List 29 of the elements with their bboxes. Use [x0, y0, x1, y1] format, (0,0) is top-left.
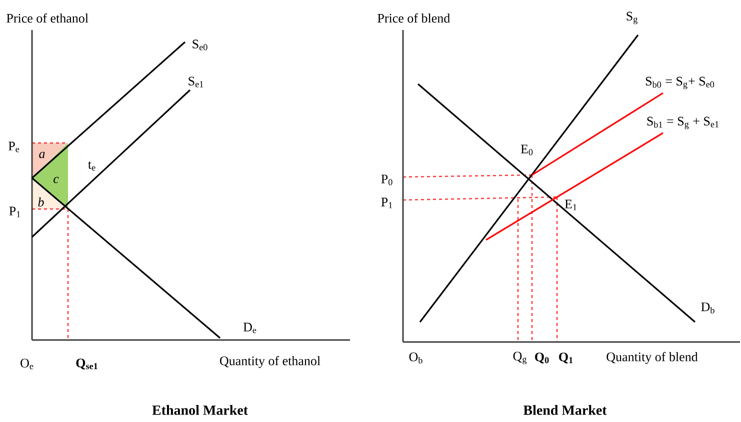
panel-caption: Blend Market [523, 405, 607, 415]
area-label: c [54, 176, 59, 184]
curve-label: S$_{e1}$ [188, 76, 204, 88]
area-label: b [38, 197, 44, 207]
quantity-label: Q$_{g}$ [513, 352, 527, 364]
quantity-label: Q$_{se1}$ [76, 358, 98, 370]
curve-label: D$_{b}$ [701, 302, 714, 314]
point-label: E$_{1}$ [564, 200, 576, 210]
quantity-label: Q$_{1}$ [559, 352, 573, 364]
axis-label: Quantity of ethanol [220, 356, 320, 368]
point-label: E$_{0}$ [520, 144, 533, 156]
curve-label: t$_{e}$ [88, 161, 96, 171]
panel-caption: Ethanol Market [152, 405, 248, 415]
origin-label: O$_{b}$ [409, 352, 422, 364]
curve-label: D$_{e}$ [243, 322, 256, 334]
price-label: P$_{1}$ [381, 198, 392, 208]
origin-label: O$_{e}$ [20, 358, 34, 370]
curve-label: S$_{g}$ [626, 12, 638, 24]
curve-label: S$_{e0}$ [192, 40, 208, 50]
curve-label: S$_{b1}$ = S$_{g}$ + S$_{e1}$ [647, 116, 718, 130]
axis-label: Quantity of blend [606, 352, 698, 364]
quantity-label: Q$_{0}$ [535, 352, 549, 364]
area-label: a [39, 152, 45, 158]
price-label: P$_{e}$ [8, 142, 20, 152]
price-label: P$_{0}$ [381, 174, 392, 186]
axis-label: Price of blend [378, 13, 450, 23]
axis-label: Price of ethanol [6, 13, 88, 23]
curve-label: S$_{b0}$ = S$_{g}$+ S$_{e0}$ [646, 76, 714, 90]
price-label: P$_{1}$ [9, 206, 20, 218]
